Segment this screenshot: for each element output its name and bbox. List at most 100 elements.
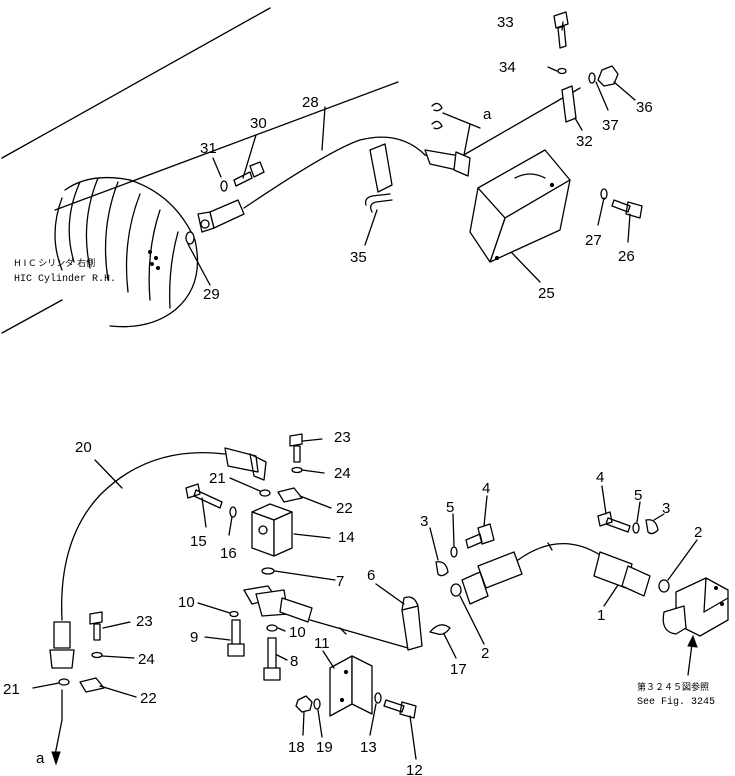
callout-3-middle: 3 — [420, 513, 428, 530]
callout-ref-a-bottom: a — [36, 750, 45, 767]
hose-1-left-fitting — [461, 551, 523, 605]
hose-fitting-20-bottom — [49, 621, 75, 669]
arrow-head-valve — [687, 634, 698, 648]
clip-22-upper — [277, 487, 303, 503]
see-fig-caption-jp: 第３２４５図参照 — [637, 681, 709, 693]
washer-5-middle — [450, 546, 458, 558]
nut-36 — [597, 65, 619, 87]
bolt-30 — [233, 161, 265, 187]
callout-18: 18 — [288, 739, 305, 756]
washer-24-lower — [91, 651, 103, 659]
washer-34 — [557, 67, 567, 75]
hic-cylinder-rh — [54, 176, 199, 328]
washer-10-right — [266, 624, 278, 632]
see-fig-caption-en: See Fig. 3245 — [637, 696, 715, 708]
callout-8: 8 — [290, 653, 298, 670]
arrow-to-a — [54, 719, 63, 756]
clip-32 — [561, 85, 577, 123]
o-ring-21-upper — [259, 489, 271, 497]
callout-28: 28 — [302, 94, 319, 111]
top-leader-lines — [187, 21, 636, 286]
washer-10-left — [229, 610, 239, 618]
callout-23-lower: 23 — [136, 613, 153, 630]
callout-13: 13 — [360, 739, 377, 756]
bolt-26 — [611, 199, 643, 219]
arrow-head-a — [51, 751, 61, 766]
frame-line-upper — [1, 7, 271, 159]
clamp-17 — [429, 624, 451, 636]
callout-35: 35 — [350, 249, 367, 266]
callout-11: 11 — [314, 635, 330, 652]
hose-1 — [517, 543, 601, 561]
hose-20 — [61, 451, 226, 621]
callout-15: 15 — [190, 533, 207, 550]
washer-13 — [374, 692, 382, 704]
callout-36: 36 — [636, 99, 653, 116]
cylinder-elbow-fitting — [197, 199, 245, 233]
o-ring-29 — [185, 231, 195, 245]
callout-30: 30 — [250, 115, 267, 132]
callout-29: 29 — [203, 286, 220, 303]
block-14 — [251, 503, 293, 557]
bracket-25 — [469, 149, 571, 263]
o-ring-7 — [261, 567, 275, 575]
callout-10-left: 10 — [178, 594, 195, 611]
washer-37 — [588, 72, 596, 84]
washer-16 — [229, 506, 237, 518]
bolt-4-right — [597, 511, 631, 533]
callout-17: 17 — [450, 661, 467, 678]
callout-26: 26 — [618, 248, 635, 265]
callout-21-upper: 21 — [209, 470, 226, 487]
callout-31: 31 — [200, 140, 217, 157]
callout-7: 7 — [336, 573, 344, 590]
callout-2-middle: 2 — [481, 645, 489, 662]
bolt-12 — [383, 699, 417, 719]
bracket-11 — [329, 655, 373, 717]
bolt-15 — [185, 483, 223, 509]
bolt-4-middle — [465, 523, 495, 549]
callout-2-right: 2 — [694, 524, 702, 541]
hose-fitting-20-top — [224, 447, 267, 481]
callout-20: 20 — [75, 439, 92, 456]
bracket-elbow-fitting — [424, 149, 471, 177]
hose-28 — [243, 136, 456, 209]
callout-ref-a-top: a — [483, 106, 492, 123]
callout-33: 33 — [497, 14, 514, 31]
bolt-9 — [227, 619, 245, 657]
callout-32: 32 — [576, 133, 593, 150]
washer-19 — [313, 698, 321, 710]
callout-34: 34 — [499, 59, 516, 76]
callout-1: 1 — [597, 607, 605, 624]
u-bolt-35 — [364, 193, 393, 213]
callout-25: 25 — [538, 285, 555, 302]
washer-31 — [220, 180, 228, 192]
frame-line-lower — [1, 299, 63, 334]
callout-4-middle: 4 — [482, 480, 490, 497]
callout-5-right: 5 — [634, 487, 642, 504]
o-ring-2-middle — [450, 583, 462, 597]
clip-3-middle — [435, 561, 449, 577]
hose-1-right-fitting — [593, 551, 651, 597]
valve-block — [662, 577, 729, 637]
washer-24-upper — [291, 466, 303, 474]
cylinder-caption-jp: H I C シリンダ 右側 — [14, 257, 95, 269]
callout-24-lower: 24 — [138, 651, 155, 668]
line-swivel-to-6 — [309, 619, 409, 649]
clip-22-lower — [79, 677, 105, 693]
cylinder-caption-en: HIC Cylinder R.H. — [14, 273, 116, 285]
arrow-to-valve — [687, 643, 693, 676]
callout-22-upper: 22 — [336, 500, 353, 517]
frame-line-right — [454, 87, 581, 161]
nut-18 — [295, 695, 313, 713]
callout-21-lower: 21 — [3, 681, 20, 698]
callout-4-right: 4 — [596, 469, 604, 486]
o-ring-2-right — [658, 579, 670, 593]
callout-23-upper: 23 — [334, 429, 351, 446]
bolt-23-upper — [289, 433, 303, 463]
callout-5-middle: 5 — [446, 499, 454, 516]
bolt-8 — [263, 637, 281, 681]
o-ring-21-lower — [58, 678, 70, 686]
callout-6: 6 — [367, 567, 375, 584]
callout-14: 14 — [338, 529, 355, 546]
